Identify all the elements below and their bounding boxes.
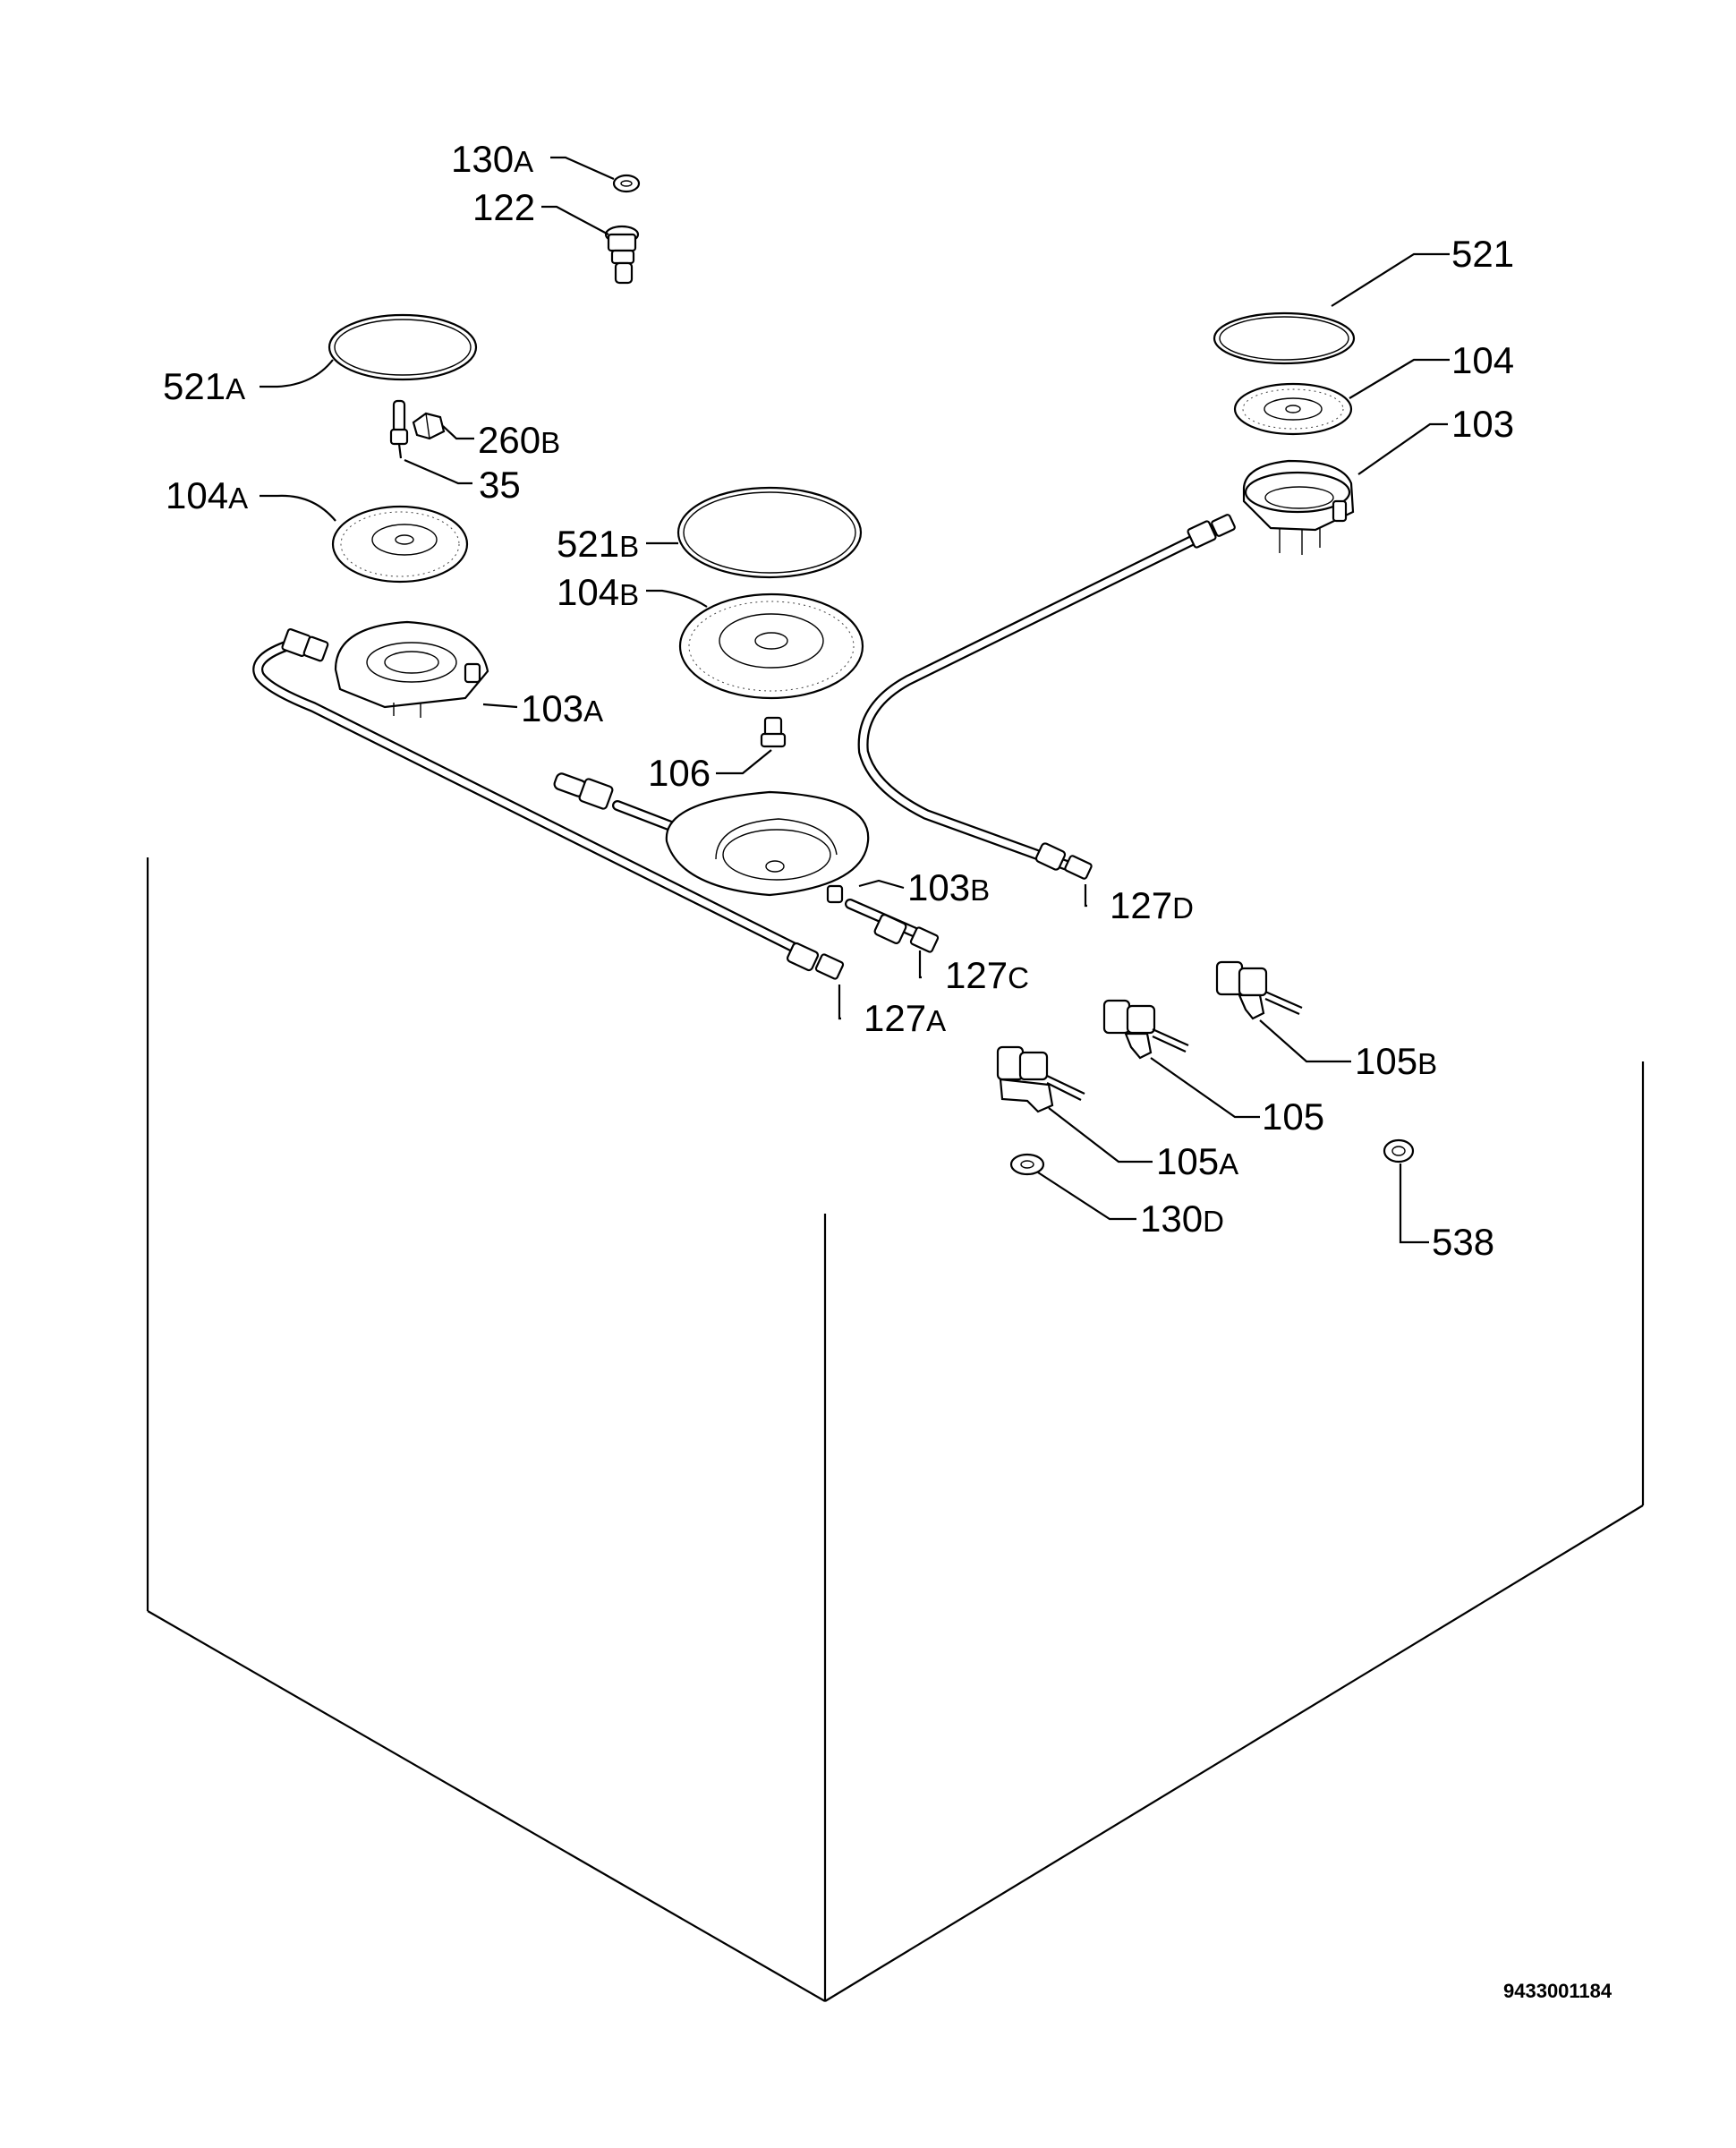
gas-valve-105 [1102,999,1189,1060]
cabinet-outline [146,857,1645,2002]
gas-valve-105a [996,1045,1085,1113]
injector-106 [760,716,787,748]
label-521b: 521B [557,523,639,565]
label-103a: 103A [521,687,603,729]
label-122: 122 [472,186,535,228]
label-127c: 127C [945,954,1029,996]
label-106: 106 [648,752,711,794]
gas-pipe-127a [252,628,845,980]
label-103: 103 [1451,403,1514,445]
label-130a: 130A [451,138,533,180]
burner-base-103a [334,620,489,718]
nut-538 [1383,1138,1415,1164]
washer-130d [1009,1153,1045,1176]
burner-cap-521b [677,486,863,579]
label-127a: 127A [864,997,946,1039]
document-number: 9433001184 [1503,1980,1613,2002]
label-521: 521 [1451,233,1514,275]
label-260b: 260B [478,419,560,461]
label-104b: 104B [557,571,639,613]
label-104: 104 [1451,339,1514,381]
washer-130a [612,174,641,193]
label-127d: 127D [1110,884,1194,926]
gas-pipe-127d [857,514,1236,880]
label-105: 105 [1262,1095,1324,1138]
label-105a: 105A [1156,1140,1238,1182]
part-labels: 130A 122 521 521A 260B 35 104 103 104A 5… [163,138,1514,1263]
burner-cap-521 [1213,311,1356,365]
burner-crown-104a [331,505,469,584]
gas-pipe-127c [553,772,940,953]
burner-crown-104 [1233,382,1353,436]
burner-cap-521a [328,313,478,381]
burner-crown-104b [678,592,864,700]
leader-lines [260,156,1450,1244]
label-130d: 130D [1140,1198,1224,1240]
thermocouple-35 [389,399,409,459]
label-104a: 104A [166,474,248,516]
ignition-clip-260b [412,412,446,440]
label-35: 35 [479,464,521,506]
label-103b: 103B [907,866,990,908]
gas-valve-105b [1215,960,1303,1020]
burner-base-103 [1242,459,1355,555]
fitting-122 [604,225,640,285]
burner-base-103b [665,790,870,904]
label-521a: 521A [163,365,245,407]
label-105b: 105B [1355,1040,1437,1082]
label-538: 538 [1432,1221,1494,1263]
